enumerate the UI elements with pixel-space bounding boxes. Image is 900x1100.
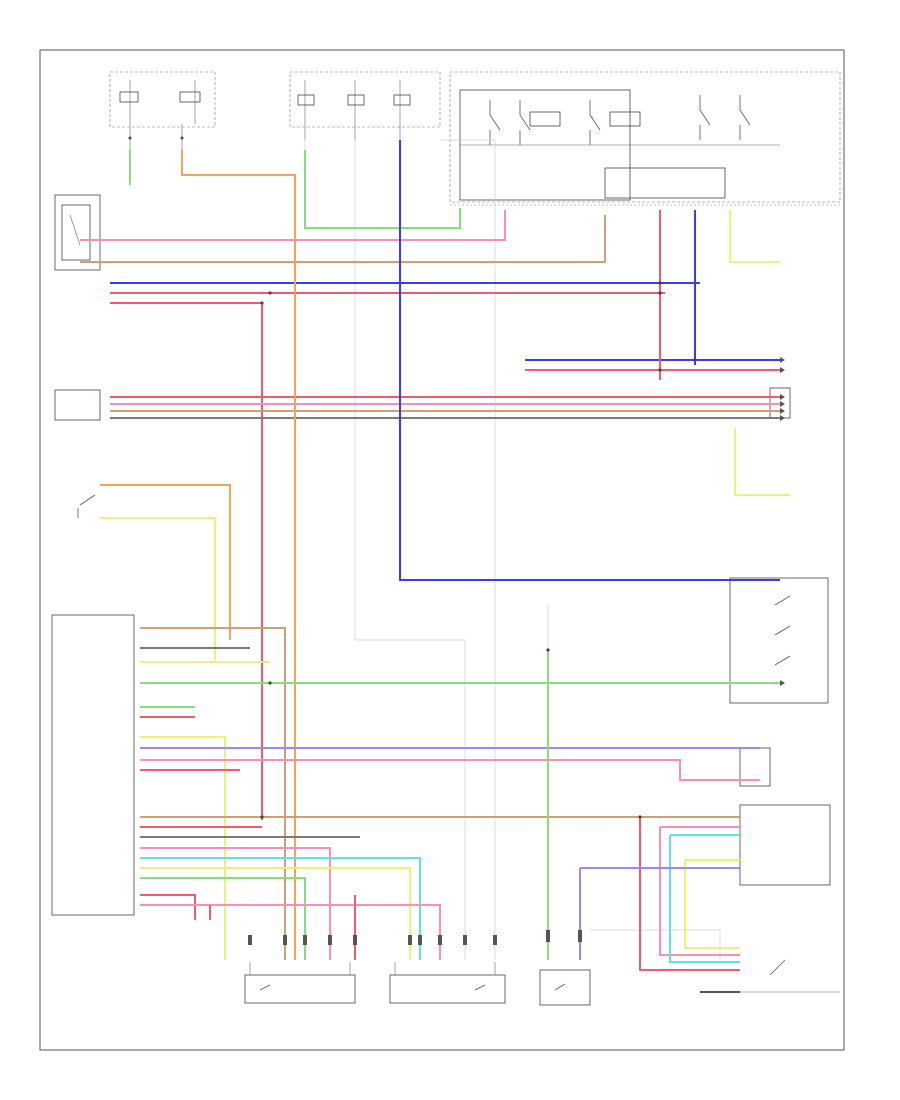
wire-pink-upper xyxy=(80,210,506,241)
wire-orange-fuse xyxy=(181,150,296,960)
wire-green-fuse xyxy=(304,150,461,229)
wire-yellow-right xyxy=(734,428,790,496)
wire-red-bottom xyxy=(140,894,196,920)
wire-pink-cu xyxy=(140,759,760,781)
wire-yellow-cu-2 xyxy=(140,736,226,960)
wire-red-sensor xyxy=(110,302,263,820)
wire-cyan-lower xyxy=(140,857,421,960)
wire-yellow-right-lower xyxy=(684,859,740,949)
bottom-connector-1 xyxy=(244,974,356,1004)
bottom-connector-3 xyxy=(539,969,591,1006)
left-mid-sensor-box xyxy=(54,389,101,421)
wire-pink-right-lower xyxy=(659,826,740,956)
right-switch-group xyxy=(729,577,829,704)
wire-yellow-lower xyxy=(140,867,411,960)
connector-arrows-right xyxy=(780,357,785,686)
diagram-frame xyxy=(39,49,845,1051)
wire-pink-lower xyxy=(140,847,331,960)
splice-points xyxy=(260,281,697,819)
fuse-box-center xyxy=(289,71,441,140)
wire-pink-bottom xyxy=(140,904,441,960)
right-lower-box xyxy=(739,804,831,886)
wire-yellow-mid xyxy=(100,517,216,660)
wire-green-lower xyxy=(140,877,306,960)
wire-blue-fuse xyxy=(399,140,780,581)
fuse-box-left xyxy=(109,71,216,150)
right-bottom-switch xyxy=(740,959,840,993)
left-sensor-box xyxy=(54,194,101,271)
bottom-connector-2 xyxy=(389,974,506,1004)
wire-tan-bus-upper xyxy=(80,215,606,263)
wire-lavender-right xyxy=(579,867,740,960)
faint-wires xyxy=(304,139,721,960)
left-switch xyxy=(77,494,96,518)
wire-tan-cu xyxy=(140,627,286,960)
wire-yellow-relay xyxy=(729,210,780,263)
relay-box-top-right xyxy=(449,71,841,203)
wire-orange-mid xyxy=(100,484,231,640)
left-control-unit xyxy=(51,614,135,916)
connector-ticks xyxy=(248,930,582,945)
wire-cyan-right xyxy=(669,834,740,963)
